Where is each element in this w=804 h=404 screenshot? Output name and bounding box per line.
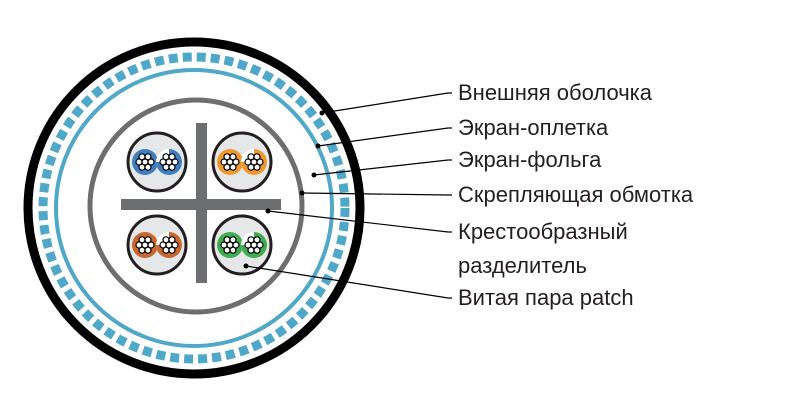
leader-lines — [245, 92, 452, 299]
label-cross-divider-2: разделитель — [458, 253, 587, 278]
twisted-pair-green — [211, 214, 273, 276]
label-twisted-pair: Витая пара patch — [458, 285, 634, 310]
braid-shield — [38, 52, 350, 364]
twisted-pair-orange — [211, 131, 273, 193]
label-cross-divider-1: Крестообразный — [458, 219, 628, 244]
label-outer-sheath: Внешняя оболочка — [458, 80, 653, 105]
twisted-pair-blue — [126, 131, 188, 193]
foil-shield — [54, 68, 334, 348]
cross-divider — [121, 123, 281, 283]
label-binder-tape: Скрепляющая обмотка — [458, 182, 694, 207]
twisted-pair-brown — [126, 214, 188, 276]
label-foil-shield: Экран-фольга — [458, 147, 602, 172]
label-braid-shield: Экран-оплетка — [458, 115, 609, 140]
